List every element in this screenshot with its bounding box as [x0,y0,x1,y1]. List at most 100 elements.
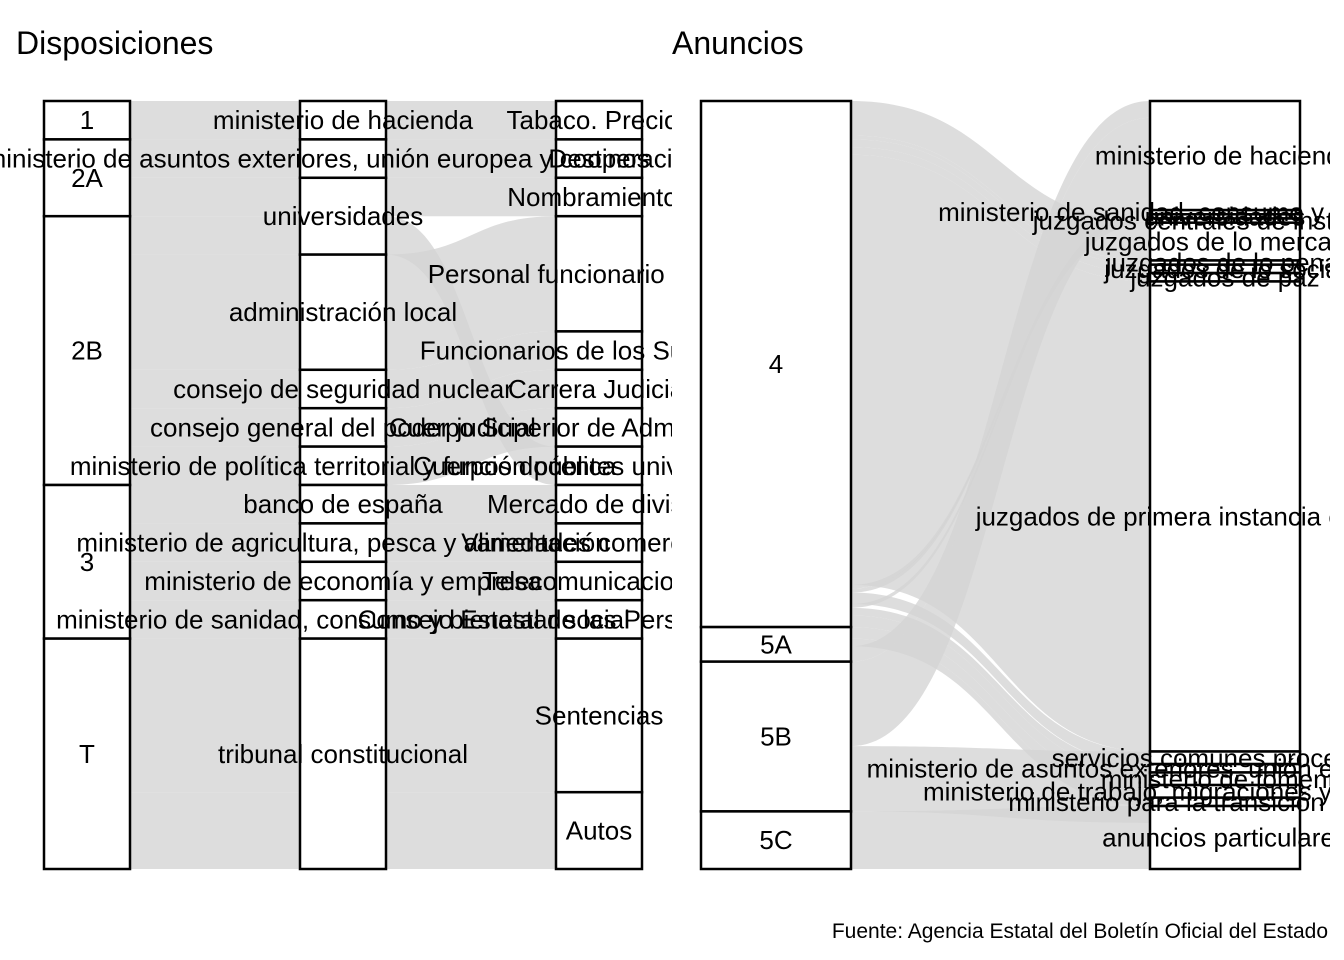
disposiciones-label-3: 3 [80,547,94,577]
disposiciones-label-nombramientos: Nombramientos [507,182,691,212]
disposiciones-label-consejo-general-del-poder-judicial: consejo general del poder judicial [150,412,536,442]
anuncios-label-5c: 5C [759,825,792,855]
anuncios-stratum-5c [699,810,853,871]
disposiciones-flows [130,101,556,869]
anuncios-stratum-4 [699,99,853,629]
disposiciones-label-tribunal-constitucional: tribunal constitucional [218,739,468,769]
disposiciones-stratum-nombramientos [554,176,644,218]
disposiciones-flow-3-0 [130,216,300,255]
disposiciones-flow-1-1 [386,139,556,178]
disposiciones-stratum-banco-de-espana [298,483,388,525]
disposiciones-label-t: T [79,739,95,769]
anuncios-label-anuncios-particulares: anuncios particulares [1102,823,1344,853]
disposiciones-stratum-autos [554,790,644,871]
disposiciones-label-tabaco-precios: Tabaco. Precios [507,105,692,135]
source-caption: Fuente: Agencia Estatal del Boletín Ofic… [832,920,1328,943]
disposiciones-stratum-2a [42,138,132,218]
disposiciones-stratum-variedades-comerciales [554,522,644,564]
anuncios-label-juzgados-de-lo-social: juzgados de lo social [1103,254,1344,284]
disposiciones-stratum-administracion-local [298,253,388,372]
anuncios-flow-3-0 [851,147,1150,282]
anuncios-title: Anuncios [672,25,804,61]
anuncios-flow-13-0 [851,101,1150,662]
disposiciones-flow-12-1 [386,638,556,793]
anuncios-label-juzgados-de-paz: juzgados de paz [1129,262,1319,292]
anuncios-label-4: 4 [769,349,783,379]
anuncios-label-juzgados-de-primera-instancia-e-instruccion: juzgados de primera instancia e instrucc… [975,501,1344,531]
disposiciones-flow-10-1 [386,561,556,601]
disposiciones-stratum-ministerio-de-agricultura-pesca-y-alimentacion [298,522,388,564]
disposiciones-label-ministerio-de-asuntos-exteriores-union-europea-y-cooperacion: ministerio de asuntos exteriores, unión … [0,144,701,174]
disposiciones-label-2b: 2B [71,336,103,366]
disposiciones-stratum-destinos [554,138,644,180]
disposiciones-label-universidades: universidades [263,201,423,231]
disposiciones-label-cuerpos-docentes-universitarios: Cuerpos docentes universitarios [413,451,784,481]
disposiciones-label-sentencias: Sentencias [535,700,664,730]
anuncios-flow-10-0 [851,615,1150,786]
anuncios-flow-2-0 [851,139,1150,274]
anuncios-label-ministerio-de-fomento: ministerio de fomento [1101,764,1344,794]
disposiciones-flow-6-0 [130,408,300,447]
disposiciones-flow-5-1 [386,331,556,409]
disposiciones-stratum-carrera-judicial [554,368,644,410]
disposiciones-label-ministerio-de-hacienda: ministerio de hacienda [213,105,474,135]
anuncios-flow-7-0 [851,592,1150,765]
anuncios-label-5b: 5B [760,722,792,752]
anuncios-label-ministerio-de-sanidad-consumo-y-bienestar-social: ministerio de sanidad, consumo y bienest… [938,197,1344,227]
disposiciones-flow-7-0 [130,446,300,485]
disposiciones-flow-5-0 [130,369,300,409]
anuncios-flow-14-0 [851,117,1150,747]
anuncios-flow-16-0 [851,806,1150,869]
anuncios-label-juzgados-de-lo-mercantil: juzgados de lo mercantil [1084,227,1344,257]
disposiciones-label-ministerio-de-sanidad-consumo-y-bienestar-social: ministerio de sanidad, consumo y bienest… [56,604,630,634]
anuncios-flow-9-0 [851,607,1150,773]
disposiciones-label-1: 1 [80,105,94,135]
anuncios-label-ministerio-de-hacienda: ministerio de hacienda [1095,141,1344,171]
anuncios-stratum-juzgados-de-lo-mercantil [1148,221,1302,262]
anuncios-stratum-anuncios-particulares [1148,804,1302,871]
disposiciones-label-consejo-estatal-de-las-personas-mayores: Consejo Estatal de las Personas Mayores [358,604,841,634]
disposiciones-label-mercado-de-divisas: Mercado de divisas [487,489,711,519]
disposiciones-label-telecomunicaciones: Telecomunicaciones [482,566,716,596]
disposiciones-stratum-ministerio-de-politica-territorial-y-funcion-publica [298,445,388,487]
anuncios-flow-11-0 [851,627,1150,798]
disposiciones-label-administracion-local: administración local [229,297,457,327]
disposiciones-flow-6-1 [386,369,556,447]
disposiciones-stratum-mercado-de-divisas [554,483,644,525]
disposiciones-flow-12-0 [130,638,300,793]
disposiciones-stratum-t [42,637,132,871]
disposiciones-flow-8-1 [386,485,556,524]
anuncios-label-servicios-comunes-procesales: servicios comunes procesales [1052,743,1344,773]
disposiciones-flow-11-1 [386,600,556,639]
disposiciones-stratum-ministerio-de-hacienda [298,99,388,141]
anuncios-stratum-ministerio-de-hacienda [1148,99,1302,212]
disposiciones-flow-4-0 [130,254,300,370]
anuncios-flow-12-0 [851,638,1150,807]
disposiciones-stratum-3 [42,483,132,640]
anuncios-flow-15-0 [851,746,1150,823]
disposiciones-stratum-sentencias [554,637,644,794]
disposiciones-flow-9-1 [386,523,556,562]
disposiciones-stratum-1 [42,99,132,141]
anuncios-label-juzgados-centrales-de-instruccion: juzgados centrales de instrucción [1032,206,1344,236]
disposiciones-flow-2-1 [386,177,556,217]
disposiciones-stratum-universidades [298,176,388,256]
disposiciones-flow-0-0 [130,101,300,140]
disposiciones-stratum-consejo-estatal-de-las-personas-mayores [554,598,644,640]
disposiciones-flow-11-0 [130,600,300,639]
disposiciones-label-ministerio-de-politica-territorial-y-funcion-publica: ministerio de política territorial y fun… [70,451,617,481]
disposiciones-label-ministerio-de-agricultura-pesca-y-alimentacion: ministerio de agricultura, pesca y alime… [76,528,609,558]
disposiciones-flow-9-0 [130,523,300,562]
disposiciones-flow-2-0 [130,177,300,217]
disposiciones-label-funcionarios-de-los-subgrupos: Funcionarios de los Subgrupos [420,336,778,366]
disposiciones-flow-13-1 [386,792,556,869]
disposiciones-label-variedades-comerciales: Variedades comerciales [461,528,737,558]
disposiciones-flow-7-1 [386,408,556,485]
disposiciones-title: Disposiciones [16,25,213,61]
disposiciones-label-cuerpo-superior-de-administradores: Cuerpo Superior de Administradores [389,412,810,442]
anuncios-stratum-5a [699,625,853,663]
